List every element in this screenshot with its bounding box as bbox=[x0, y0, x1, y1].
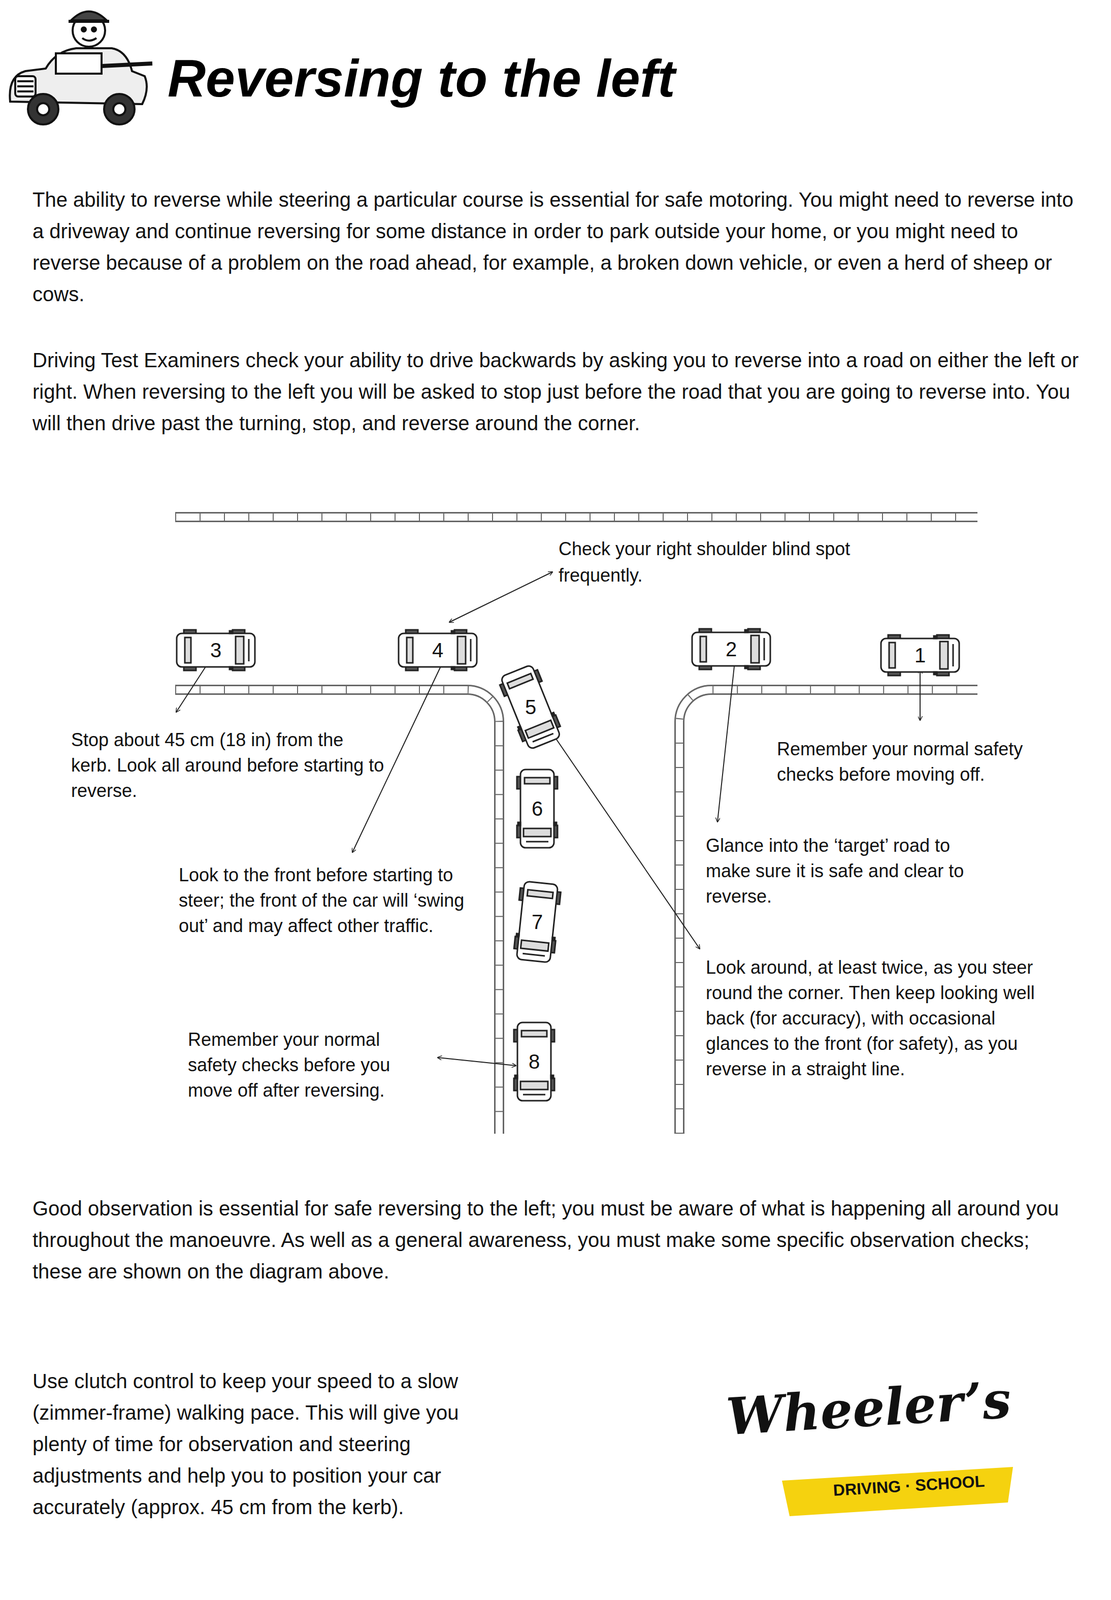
kerb-line bbox=[175, 511, 978, 522]
page-title: Reversing to the left bbox=[167, 48, 676, 109]
callout-note: Stop about 45 cm (18 in) from the kerb. … bbox=[71, 727, 386, 804]
car: 3 bbox=[170, 604, 262, 696]
callout-number: 1 bbox=[912, 644, 928, 666]
callout-number: 4 bbox=[430, 639, 445, 661]
callout-number: 6 bbox=[530, 798, 545, 819]
callout-note: Look to the front before starting to ste… bbox=[178, 862, 484, 939]
car: 7 bbox=[491, 875, 583, 968]
car: 1 bbox=[874, 609, 966, 701]
body-paragraph: Good observation is essential for safe r… bbox=[32, 1192, 1084, 1287]
kerb-line bbox=[175, 513, 978, 521]
body-paragraph: Use clutch control to keep your speed to… bbox=[32, 1364, 505, 1523]
callout-number: 7 bbox=[530, 911, 545, 932]
car: 6 bbox=[491, 762, 583, 855]
callout-number: 5 bbox=[523, 696, 538, 717]
logo-banner bbox=[781, 1466, 1014, 1516]
callout-note: Glance into the ‘target’ road to make su… bbox=[705, 832, 991, 909]
callout-note: Look around, at least twice, as you stee… bbox=[705, 954, 1036, 1082]
callout-number: 8 bbox=[527, 1051, 542, 1072]
callout-note: Remember your normal safety checks befor… bbox=[187, 1026, 422, 1103]
car: 8 bbox=[488, 1015, 580, 1107]
car: 4 bbox=[391, 604, 484, 696]
callout-note: Check your right shoulder blind spot fre… bbox=[558, 535, 874, 589]
car: 2 bbox=[685, 603, 777, 695]
logo-wordmark: Wheeler’s bbox=[724, 1366, 1053, 1448]
intro-paragraph: Driving Test Examiners check your abilit… bbox=[32, 344, 1084, 439]
car: 5 bbox=[484, 661, 577, 753]
intro-paragraph: The ability to reverse while steering a … bbox=[32, 183, 1084, 310]
callout-number: 3 bbox=[208, 639, 223, 661]
logo-car bbox=[9, 11, 153, 125]
callout-number: 2 bbox=[724, 638, 739, 660]
kerb-line bbox=[175, 513, 978, 521]
callout-note: Remember your normal safety checks befor… bbox=[776, 736, 1072, 788]
